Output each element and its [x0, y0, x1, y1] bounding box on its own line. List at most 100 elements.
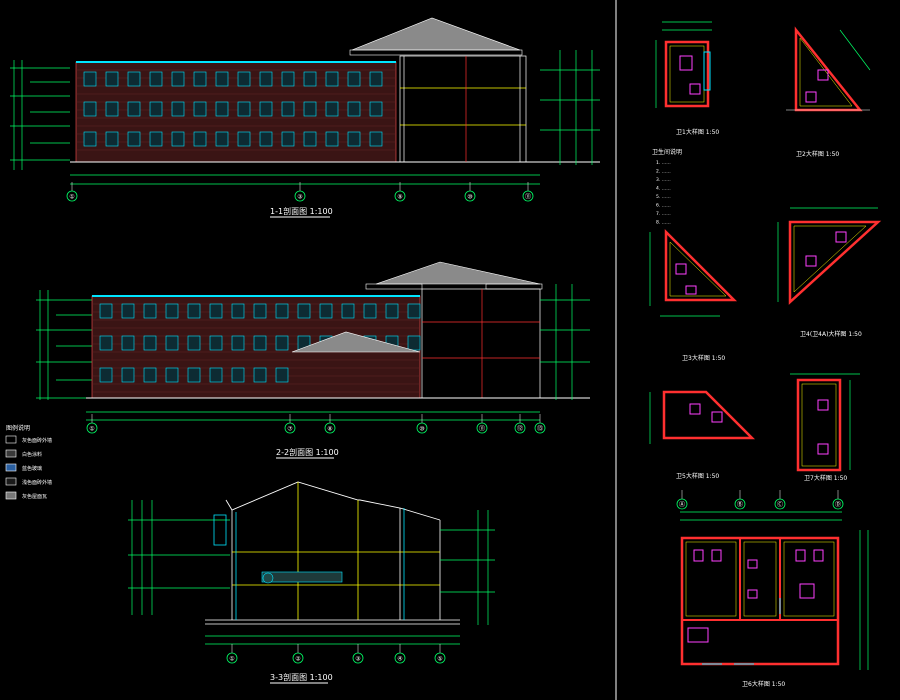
axis-bubble	[476, 422, 488, 434]
section-1-dimensions-left	[10, 60, 70, 170]
note-item: 7. ……	[656, 211, 671, 217]
window	[259, 101, 273, 117]
axis-label: ⑪	[525, 193, 531, 201]
window	[99, 367, 113, 383]
detail-6-dimensions	[680, 511, 869, 670]
window	[253, 303, 267, 319]
window	[149, 71, 163, 87]
window	[143, 335, 157, 351]
window	[363, 303, 377, 319]
window	[83, 101, 97, 117]
detail-4-basin	[835, 231, 847, 243]
window	[325, 131, 339, 147]
detail-6-mop-sink	[687, 627, 709, 643]
detail-6-walls	[680, 536, 840, 666]
window	[253, 367, 267, 383]
detail-1-dimensions	[655, 21, 712, 108]
detail-4-toilet	[805, 255, 817, 267]
detail-2-toilet	[805, 91, 817, 103]
detail-7: 卫7大样图 1:50	[790, 373, 860, 482]
window	[83, 131, 97, 147]
detail-1-title: 卫1大样图 1:50	[676, 128, 719, 136]
detail-6-title: 卫6大样图 1:50	[742, 680, 785, 688]
legend-label: 白色涂料	[22, 451, 42, 458]
notes: 卫生间说明 1. ……2. ……3. ……4. ……5. ……6. ……7. ……	[652, 148, 682, 226]
detail-5-basin	[711, 411, 723, 423]
window	[121, 367, 135, 383]
section-1-windows	[83, 71, 383, 147]
detail-5-walls	[662, 390, 756, 440]
window	[259, 131, 273, 147]
section-2-lower-roof	[291, 331, 421, 353]
axis-bubble	[734, 498, 746, 510]
detail-6-doors-windows	[702, 598, 781, 665]
window	[347, 101, 361, 117]
window	[105, 101, 119, 117]
axis-bubble	[522, 190, 534, 202]
detail-3-title: 卫3大样图 1:50	[682, 354, 725, 362]
detail-2-title: 卫2大样图 1:50	[796, 150, 839, 158]
detail-3-toilet	[675, 263, 687, 275]
window	[127, 71, 141, 87]
window	[275, 367, 289, 383]
axis-bubble	[66, 190, 78, 202]
section-3-skylight	[261, 571, 343, 583]
axis-bubble	[226, 652, 238, 664]
legend-title: 图例说明	[6, 424, 30, 432]
detail-7-basin	[817, 443, 829, 455]
note-item: 2. ……	[656, 169, 671, 175]
window	[275, 335, 289, 351]
section-1-title: 1-1剖面图 1:100	[270, 206, 333, 216]
window	[171, 101, 185, 117]
detail-1-walls	[664, 40, 710, 108]
axis-bubble	[534, 422, 546, 434]
detail-3-dimensions	[649, 232, 720, 317]
detail-3-basin	[685, 285, 697, 295]
axis-label: Ⓓ	[835, 501, 841, 509]
window	[165, 335, 179, 351]
section-2-title: 2-2剖面图 1:100	[276, 447, 339, 457]
axis-label: ④	[397, 656, 402, 663]
section-2-dimensions-right	[540, 284, 590, 400]
detail-6-floor-outlines	[685, 541, 835, 617]
axis-bubble	[676, 498, 688, 510]
axis-bubble	[832, 498, 844, 510]
detail-3-walls	[664, 228, 738, 302]
detail-4: 卫4(卫4A)大样图 1:50	[777, 207, 882, 338]
axis-bubble	[394, 652, 406, 664]
axis-label: Ⓑ	[737, 501, 743, 509]
detail-7-dimensions	[790, 373, 860, 470]
note-item: 5. ……	[656, 194, 671, 200]
window	[127, 101, 141, 117]
axis-label: ⑩	[419, 426, 424, 433]
detail-1-basin	[689, 83, 701, 95]
axis-label: Ⓐ	[679, 501, 685, 509]
window	[165, 367, 179, 383]
window	[237, 71, 251, 87]
detail-4-walls	[788, 220, 882, 305]
window	[187, 367, 201, 383]
detail-4-dimensions	[777, 207, 878, 302]
detail-4-floor-outline	[793, 225, 867, 293]
window	[347, 71, 361, 87]
axis-label: ①	[89, 426, 94, 433]
section-2-dimensions-left	[36, 290, 92, 400]
detail-1: 卫1大样图 1:50	[655, 21, 719, 136]
window	[215, 131, 229, 147]
section-2-dimensions-bottom	[86, 411, 540, 421]
legend-label: 浅色面砖外墙	[22, 479, 52, 486]
window	[121, 303, 135, 319]
window	[171, 71, 185, 87]
detail-5: 卫5大样图 1:50	[649, 390, 756, 480]
detail-2-floor-outline	[799, 37, 853, 107]
section-2-upper-roof	[375, 261, 541, 285]
window	[99, 303, 113, 319]
note-item: 3. ……	[656, 177, 671, 183]
window	[209, 335, 223, 351]
window	[193, 71, 207, 87]
window	[143, 367, 157, 383]
section-3-dimensions-bottom	[205, 635, 460, 645]
